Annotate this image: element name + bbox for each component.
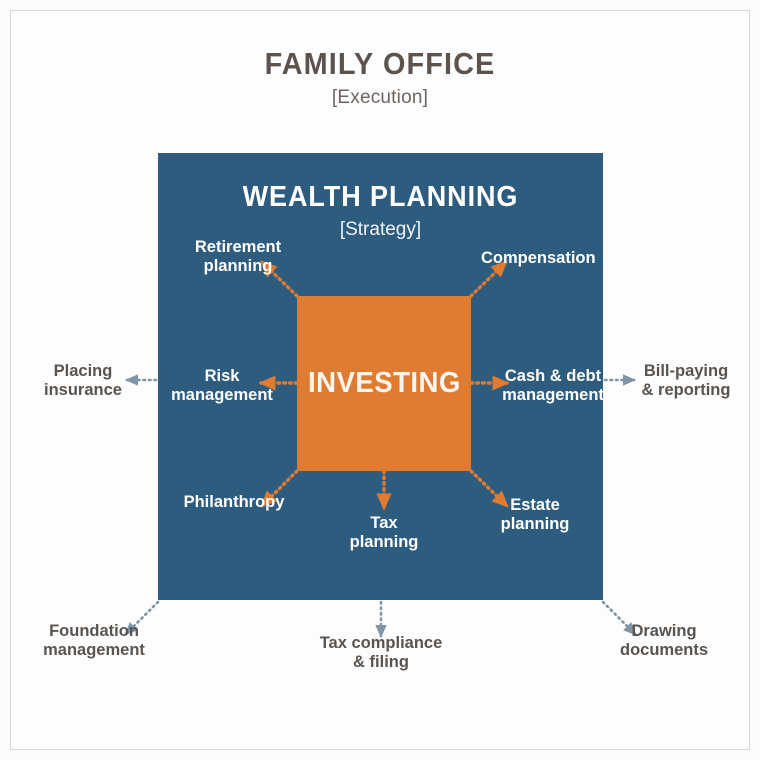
investing-core-box: INVESTING — [297, 296, 471, 471]
node-risk-management: Risk management — [171, 367, 273, 405]
panel-title: WEALTH PLANNING — [242, 181, 519, 213]
panel-subtitle: [Strategy] — [339, 219, 422, 240]
node-retirement-planning: Retirement planning — [194, 238, 282, 276]
node-estate-planning: Estate planning — [500, 496, 570, 534]
node-drawing-documents: Drawing documents — [619, 622, 708, 660]
node-philanthropy: Philanthropy — [183, 493, 285, 511]
node-tax-compliance-filing: Tax compliance & filing — [319, 634, 443, 672]
node-foundation-management: Foundation management — [43, 622, 145, 660]
page-title: FAMILY OFFICE — [264, 46, 496, 81]
node-tax-planning: Tax planning — [349, 514, 419, 552]
node-bill-paying-reporting: Bill-paying & reporting — [641, 362, 731, 400]
node-placing-insurance: Placing insurance — [44, 362, 122, 400]
investing-core-label: INVESTING — [307, 367, 461, 399]
node-cash-debt-management: Cash & debt management — [502, 367, 604, 405]
node-compensation: Compensation — [481, 249, 596, 267]
diagram-header: FAMILY OFFICE [Execution] — [0, 46, 760, 109]
page-subtitle: [Execution] — [331, 86, 429, 108]
